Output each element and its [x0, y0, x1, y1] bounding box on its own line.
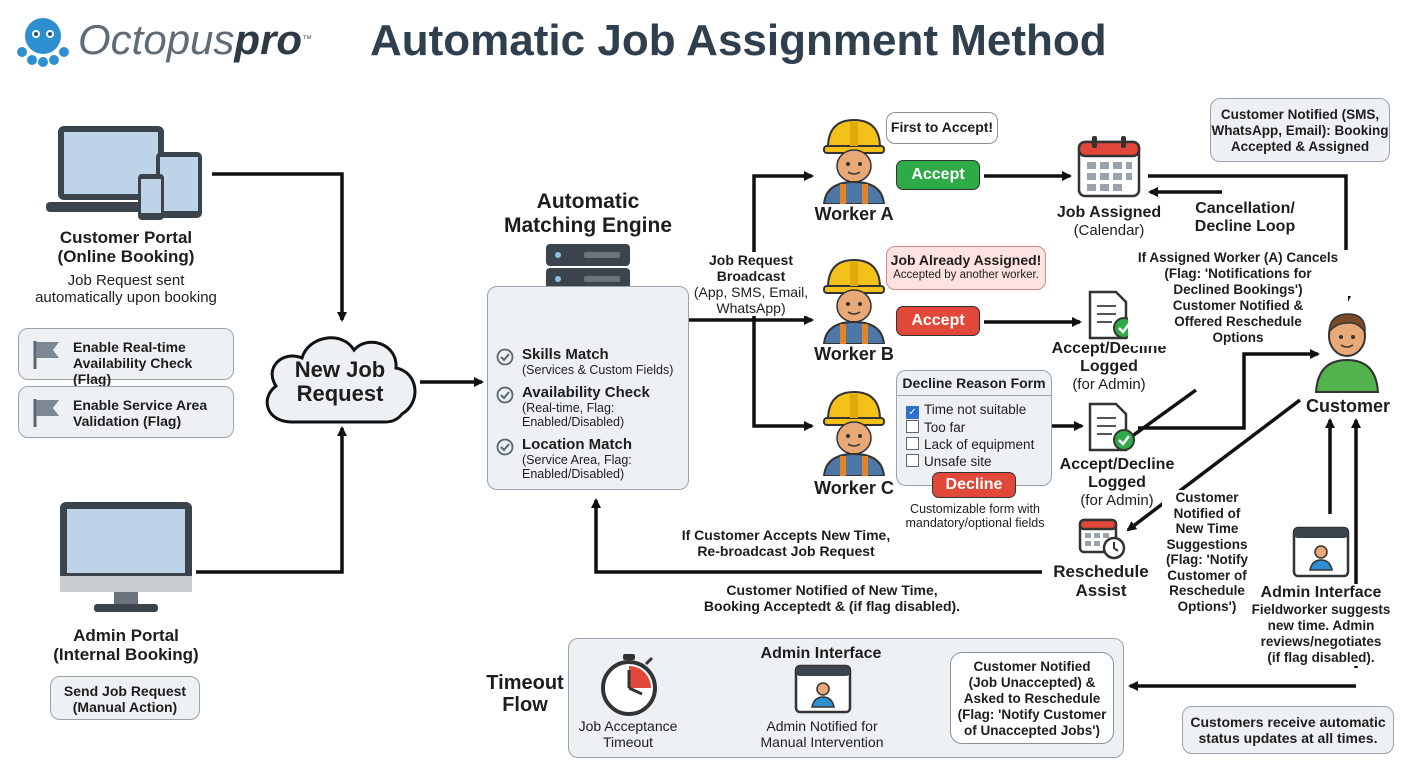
engine-checks-panel	[487, 286, 689, 490]
brand-accent: pro	[234, 16, 303, 63]
flag-realtime-availability[interactable]: Enable Real-time Availability Check (Fla…	[18, 328, 234, 387]
worker-c-avatar	[822, 390, 886, 476]
new-job-request-label: New Job Request	[294, 357, 386, 406]
worker-c-name: Worker C	[814, 478, 894, 498]
flag-icon	[33, 341, 59, 369]
admin-window-icon	[794, 664, 852, 714]
calendar-icon	[1077, 136, 1141, 198]
customer-portal-desc: Job Request sent automatically upon book…	[35, 272, 217, 306]
unaccepted-notify-box: Customer Notified (Job Unaccepted) & Ask…	[950, 652, 1114, 744]
admin-window-icon	[1292, 526, 1350, 578]
timer-label: Job Acceptance Timeout	[578, 718, 678, 750]
rebroadcast-note: If Customer Accepts New Time, Re-broadca…	[681, 527, 891, 559]
brand-name: Octopus	[78, 16, 235, 63]
cancellation-loop-label: Cancellation/ Decline Loop	[1194, 200, 1296, 235]
checkbox-icon[interactable]	[906, 437, 919, 450]
calendar-clock-icon	[1078, 518, 1126, 560]
cloud-icon	[265, 336, 417, 424]
laptop-tablet-icon	[46, 126, 202, 220]
decline-form-title: Decline Reason Form	[897, 371, 1051, 396]
decline-option-equipment[interactable]: Lack of equipment	[906, 436, 1034, 453]
checkbox-checked-icon[interactable]: ✓	[906, 406, 919, 419]
worker-a-accept-button[interactable]: Accept	[896, 160, 980, 190]
document-check-icon	[1088, 402, 1135, 452]
decline-form-note: Customizable form with mandatory/optiona…	[905, 502, 1045, 530]
decline-option-far[interactable]: Too far	[906, 419, 1034, 436]
worker-a-avatar	[822, 118, 886, 204]
decline-option-unsafe[interactable]: Unsafe site	[906, 453, 1034, 470]
admin-portal-title: Admin Portal (Internal Booking)	[53, 626, 199, 664]
worker-c-decline-button[interactable]: Decline	[932, 472, 1016, 498]
new-time-suggestions-note: Customer Notified of New Time Suggestion…	[1162, 490, 1252, 614]
new-time-booking-note: Customer Notified of New Time, Booking A…	[703, 582, 961, 614]
brand-logo: Octopuspro™	[14, 12, 314, 68]
logged-b-label: Accept/Decline Logged (for Admin)	[1051, 340, 1167, 393]
check-circle-icon	[496, 438, 514, 456]
send-job-request-button[interactable]: Send Job Request (Manual Action)	[50, 676, 200, 720]
flag-icon	[33, 399, 59, 427]
reschedule-assist-label: Reschedule Assist	[1042, 562, 1160, 600]
check-circle-icon	[496, 386, 514, 404]
brand-tm: ™	[302, 34, 313, 45]
timeout-flow-label: Timeout Flow	[486, 672, 564, 716]
admin-interface-right: Admin Interface Fieldworker suggests new…	[1246, 584, 1396, 666]
checkbox-icon[interactable]	[906, 454, 919, 467]
status-updates-box: Customers receive automatic status updat…	[1182, 706, 1394, 754]
worker-a-name: Worker A	[814, 204, 894, 224]
octopus-icon	[17, 18, 69, 67]
desktop-monitor-icon	[60, 502, 192, 612]
worker-b-avatar	[822, 258, 886, 344]
customer-portal-title: Customer Portal (Online Booking)	[57, 228, 195, 266]
decline-option-time[interactable]: ✓Time not suitable	[906, 401, 1034, 419]
worker-b-name: Worker B	[814, 344, 894, 364]
logged-c-label: Accept/Decline Logged (for Admin)	[1059, 456, 1175, 509]
worker-b-accept-button[interactable]: Accept	[896, 306, 980, 336]
broadcast-label: Job Request Broadcast (App, SMS, Email, …	[690, 252, 812, 316]
worker-a-bubble: First to Accept!	[886, 112, 998, 144]
engine-title: Automatic Matching Engine	[504, 190, 672, 237]
cancellation-note: If Assigned Worker (A) Cancels (Flag: 'N…	[1128, 250, 1348, 346]
decline-reason-form: Decline Reason Form ✓Time not suitable T…	[896, 370, 1052, 486]
customer-notified-box: Customer Notified (SMS, WhatsApp, Email)…	[1210, 98, 1390, 162]
timeout-admin-title: Admin Interface	[760, 645, 882, 662]
worker-b-bubble: Job Already Assigned! Accepted by anothe…	[886, 246, 1046, 290]
flag-service-area-validation[interactable]: Enable Service Area Validation (Flag)	[18, 386, 234, 438]
checkbox-icon[interactable]	[906, 420, 919, 433]
customer-avatar	[1314, 313, 1380, 393]
job-assigned-label: Job Assigned (Calendar)	[1056, 204, 1162, 239]
customer-label: Customer	[1305, 396, 1390, 416]
check-circle-icon	[496, 348, 514, 366]
timeout-admin-desc: Admin Notified for Manual Intervention	[760, 718, 884, 750]
stopwatch-icon	[601, 654, 657, 716]
page-title: Automatic Job Assignment Method	[370, 16, 1107, 65]
